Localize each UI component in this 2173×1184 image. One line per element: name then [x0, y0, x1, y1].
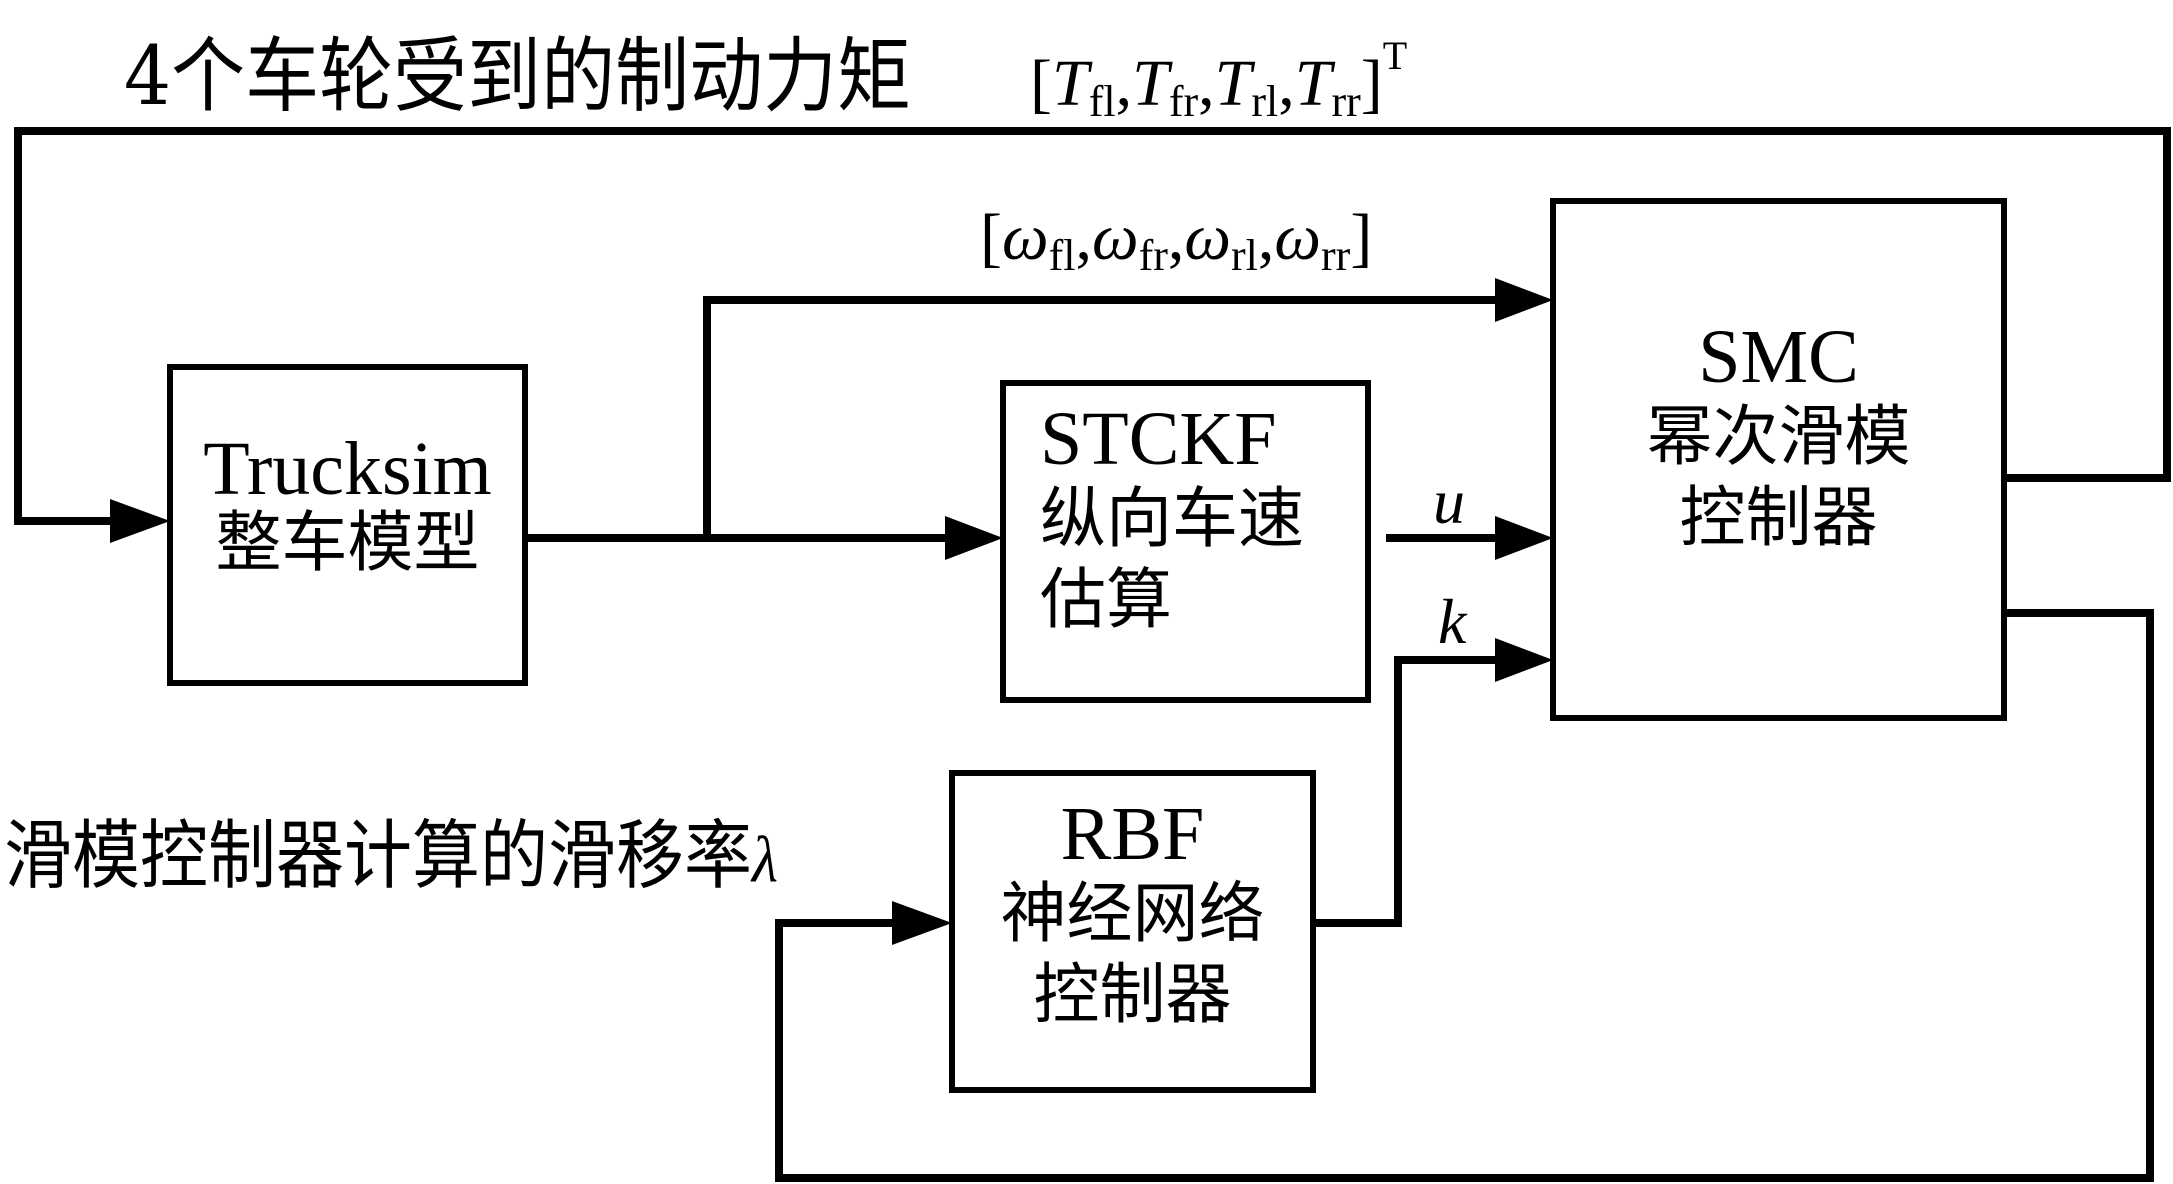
omega-subscript: fr: [1138, 231, 1168, 280]
slip-rate-caption-text: 滑模控制器计算的滑移率: [4, 813, 753, 901]
torque-subscript: rr: [1331, 77, 1361, 126]
rbf-block-text: RBF 神经网络 控制器: [952, 792, 1313, 1033]
rbf-input-arrow: [892, 901, 952, 945]
transpose-mark: T: [1382, 33, 1408, 78]
trucksim-block: [167, 364, 528, 686]
smc-title: SMC: [1698, 315, 1859, 399]
stckf-title: STCKF: [1040, 397, 1277, 481]
trucksim-title: Trucksim: [203, 427, 492, 511]
slip-rate-line: [775, 609, 2154, 1182]
rbf-title: RBF: [1060, 792, 1205, 876]
rbf-subtitle-2: 控制器: [1033, 955, 1232, 1033]
omega-subscript: fl: [1048, 231, 1076, 280]
torque-symbol: T: [1214, 47, 1252, 120]
smc-u-arrow: [1495, 516, 1553, 560]
trucksim-input-arrow: [110, 499, 170, 543]
stckf-subtitle-2: 估算: [1040, 560, 1172, 638]
u-signal-label: u: [1433, 466, 1465, 537]
smc-subtitle: 幂次滑模: [1646, 398, 1911, 476]
torque-subscript: rl: [1251, 77, 1279, 126]
trucksim-subtitle: 整车模型: [215, 504, 480, 582]
slip-rate-symbol: λ: [752, 823, 779, 896]
rbf-subtitle: 神经网络: [1000, 875, 1265, 953]
torque-feedback-line: [14, 127, 2171, 525]
omega-symbol: ω: [1091, 201, 1139, 274]
smc-block: [1550, 198, 2007, 721]
omega-symbol: ω: [1184, 201, 1232, 274]
k-signal-line: [1309, 656, 1499, 927]
smc-subtitle-2: 控制器: [1679, 478, 1878, 556]
trucksim-block-text: Trucksim 整车模型: [170, 427, 525, 582]
slip-rate-caption: 滑模控制器计算的滑移率λ: [4, 819, 779, 896]
braking-torque-caption: 4个车轮受到的制动力矩: [124, 29, 912, 124]
omega-symbol: ω: [1274, 201, 1322, 274]
stckf-block-text: STCKF 纵向车速 估算: [1040, 397, 1304, 638]
torque-subscript: fr: [1168, 77, 1199, 126]
omega-subscript: rl: [1231, 231, 1258, 280]
smc-block-text: SMC 幂次滑模 控制器: [1553, 315, 2004, 556]
stckf-subtitle: 纵向车速: [1040, 480, 1304, 558]
k-signal-label: k: [1438, 586, 1467, 657]
rbf-block: [949, 770, 1316, 1093]
omega-symbol: ω: [1001, 201, 1049, 274]
wheel-speed-vector-label: [ωfl,ωfr,ωrl,ωrr]: [980, 201, 1373, 280]
torque-symbol: T: [1132, 47, 1169, 120]
stckf-input-arrow: [945, 516, 1003, 560]
smc-k-arrow: [1495, 638, 1553, 682]
torque-symbol: T: [1294, 47, 1332, 120]
torque-vector-label: [Tfl,Tfr,Trl,Trr]T: [1030, 33, 1408, 126]
stckf-block: [1000, 380, 1371, 703]
torque-subscript: fl: [1088, 77, 1116, 126]
torque-symbol: T: [1051, 47, 1089, 120]
wheel-speed-line: [703, 296, 1499, 542]
smc-wheel-speed-arrow: [1495, 278, 1553, 322]
omega-subscript: rr: [1321, 231, 1351, 280]
